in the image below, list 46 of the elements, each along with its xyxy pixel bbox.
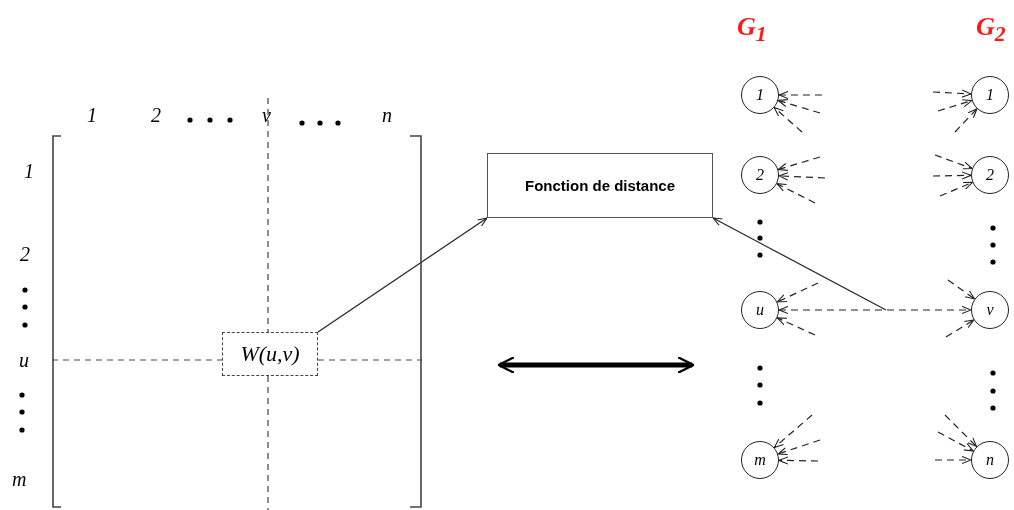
arrow <box>947 279 976 300</box>
graph-vertex-circle: u <box>741 291 779 329</box>
column-index: 1 <box>87 104 97 126</box>
graph-vertex-circle: 2 <box>741 156 779 194</box>
arrow <box>778 305 972 315</box>
process-box: Fonction de distance <box>487 153 713 218</box>
arrow <box>776 282 819 303</box>
arrow <box>934 455 972 465</box>
graph-vertex-circle: m <box>741 441 779 479</box>
arrow <box>932 89 972 98</box>
arrow <box>777 439 821 456</box>
arrow <box>776 317 816 336</box>
arrow <box>778 456 819 465</box>
arrow <box>773 106 803 133</box>
graph-vertex-circle: 1 <box>971 76 1009 114</box>
arrow <box>778 172 826 181</box>
arrow <box>773 414 813 449</box>
graph-vertex-circle: 1 <box>741 76 779 114</box>
graph-title: G$_{1}$ <box>737 12 767 49</box>
arrow <box>777 156 821 171</box>
column-index: v <box>262 104 271 126</box>
row-index: 1 <box>24 160 34 182</box>
row-index: 2 <box>20 243 30 265</box>
arrow <box>778 90 823 100</box>
row-index: u <box>19 349 29 371</box>
graph-vertex-circle: 2 <box>971 156 1009 194</box>
matrix-brackets <box>52 135 422 508</box>
graph-vertex-circle: n <box>971 441 1009 479</box>
graph-vertex-circle: v <box>971 291 1009 329</box>
arrow <box>777 99 821 114</box>
arrow <box>945 319 975 338</box>
arrow <box>317 217 488 333</box>
column-index: 2 <box>151 104 161 126</box>
column-index: n <box>382 104 392 126</box>
arrow <box>776 183 816 204</box>
row-index: m <box>12 468 27 490</box>
arrow <box>954 108 978 133</box>
arrow <box>937 99 973 112</box>
graph-title: G$_{2}$ <box>976 12 1006 49</box>
arrow <box>937 431 974 452</box>
arrow <box>934 154 973 170</box>
arrow <box>939 181 974 197</box>
arrow <box>932 171 972 180</box>
arrow <box>712 217 887 311</box>
arrow <box>944 414 978 448</box>
matrix-cell-box: W(u,v) <box>222 332 318 376</box>
